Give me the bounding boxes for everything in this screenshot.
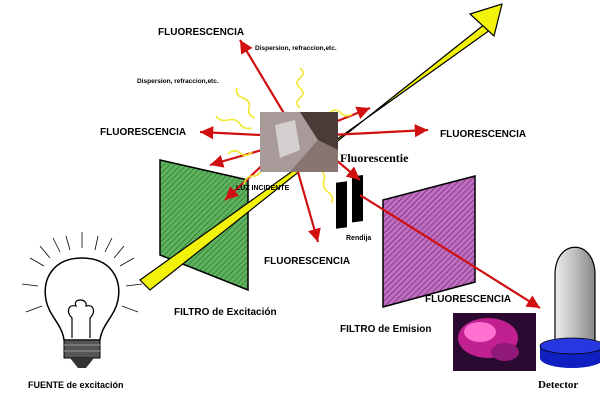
label-fluor-bottom: FLUORESCENCIA bbox=[264, 256, 350, 267]
light-bulb-icon bbox=[22, 232, 142, 368]
slit-bar-left bbox=[336, 181, 347, 229]
label-excitation-filter: FILTRO de Excitación bbox=[174, 307, 277, 318]
fluorescent-sample bbox=[260, 112, 338, 172]
label-emission-filter: FILTRO de Emision bbox=[340, 324, 431, 335]
label-detector: Detector bbox=[538, 379, 578, 391]
label-fluor-top: FLUORESCENCIA bbox=[158, 27, 244, 38]
label-scatter-1: Dispersion, refraccion,etc. bbox=[255, 45, 337, 52]
label-fluor-lower-right: FLUORESCENCIA bbox=[425, 294, 511, 305]
label-fluorescent-sample: Fluorescentie bbox=[340, 151, 409, 165]
fluorescence-arrows bbox=[200, 40, 540, 308]
emission-filter bbox=[383, 176, 475, 307]
label-fluor-left: FLUORESCENCIA bbox=[100, 127, 186, 138]
label-slit: Rendija bbox=[346, 235, 371, 242]
detector-icon bbox=[540, 247, 600, 368]
label-fluor-right: FLUORESCENCIA bbox=[440, 129, 526, 140]
label-source: FUENTE de excitación bbox=[28, 380, 124, 390]
slit-bar-right bbox=[352, 175, 363, 223]
emission-photo bbox=[453, 313, 536, 371]
label-scatter-2: Dispersion, refraccion,etc. bbox=[137, 78, 219, 85]
label-incident-light: LUZ INCIDENTE bbox=[236, 185, 290, 192]
